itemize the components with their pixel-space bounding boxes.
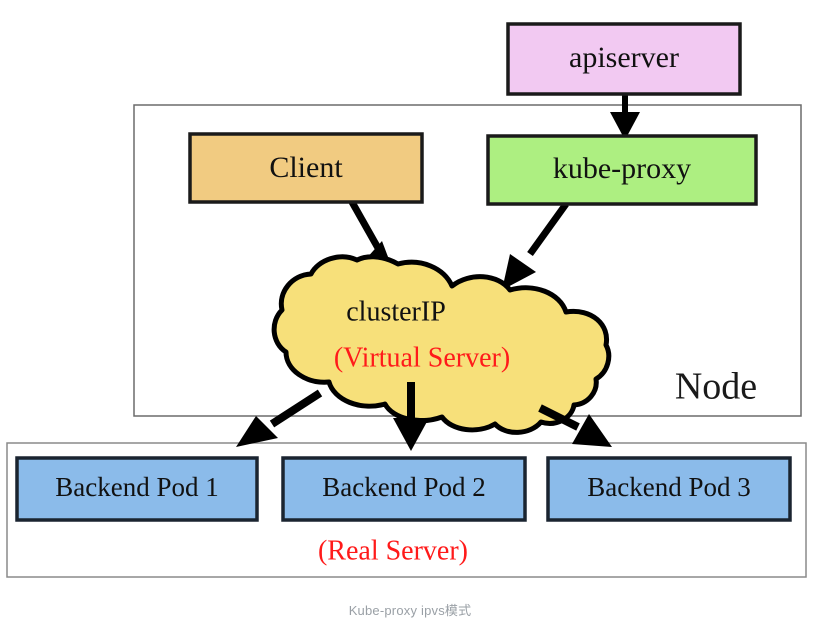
arrow-clusterip-to-pod-1 <box>236 389 323 447</box>
backend-pod-3-rect[interactable] <box>546 456 792 522</box>
apiserver-label: apiserver <box>569 41 679 74</box>
kube-proxy-label: kube-proxy <box>553 152 691 185</box>
box-kube-proxy[interactable]: kube-proxy <box>486 134 758 206</box>
box-backend-pod-3[interactable]: Backend Pod 3 <box>546 456 792 522</box>
box-backend-pod-2[interactable]: Backend Pod 2 <box>281 456 527 522</box>
clusterip-cloud: clusterIP (Virtual Server) <box>271 254 612 435</box>
client-label: Client <box>269 151 343 184</box>
arrow-kube-proxy-to-clusterip <box>502 201 569 290</box>
node-container-label: Node <box>675 366 757 408</box>
backend-pod-3-label: Backend Pod 3 <box>587 472 750 502</box>
client-box-rect[interactable] <box>188 132 424 204</box>
backend-pod-1-rect[interactable] <box>15 456 259 522</box>
cloud-label-clusterip: clusterIP <box>346 296 446 327</box>
kube-proxy-box-rect[interactable] <box>486 134 758 206</box>
box-apiserver[interactable]: apiserver <box>506 22 742 96</box>
box-backend-pod-1[interactable]: Backend Pod 1 <box>15 456 259 522</box>
arrow-apiserver-to-kube-proxy <box>610 94 640 140</box>
figure-caption: Kube-proxy ipvs模式 <box>348 603 472 618</box>
cloud-shape <box>271 254 612 435</box>
box-client[interactable]: Client <box>188 132 424 204</box>
cloud-label-virtual-server: (Virtual Server) <box>334 342 510 373</box>
backend-pod-2-rect[interactable] <box>281 456 527 522</box>
arrow-clusterip-to-pod-2 <box>393 382 429 451</box>
apiserver-box-rect[interactable] <box>506 22 742 96</box>
real-server-label: (Real Server) <box>318 535 468 566</box>
arrow-clusterip-to-pod-3 <box>538 404 612 447</box>
backend-pod-1-label: Backend Pod 1 <box>55 472 218 502</box>
backend-pod-2-label: Backend Pod 2 <box>322 472 485 502</box>
